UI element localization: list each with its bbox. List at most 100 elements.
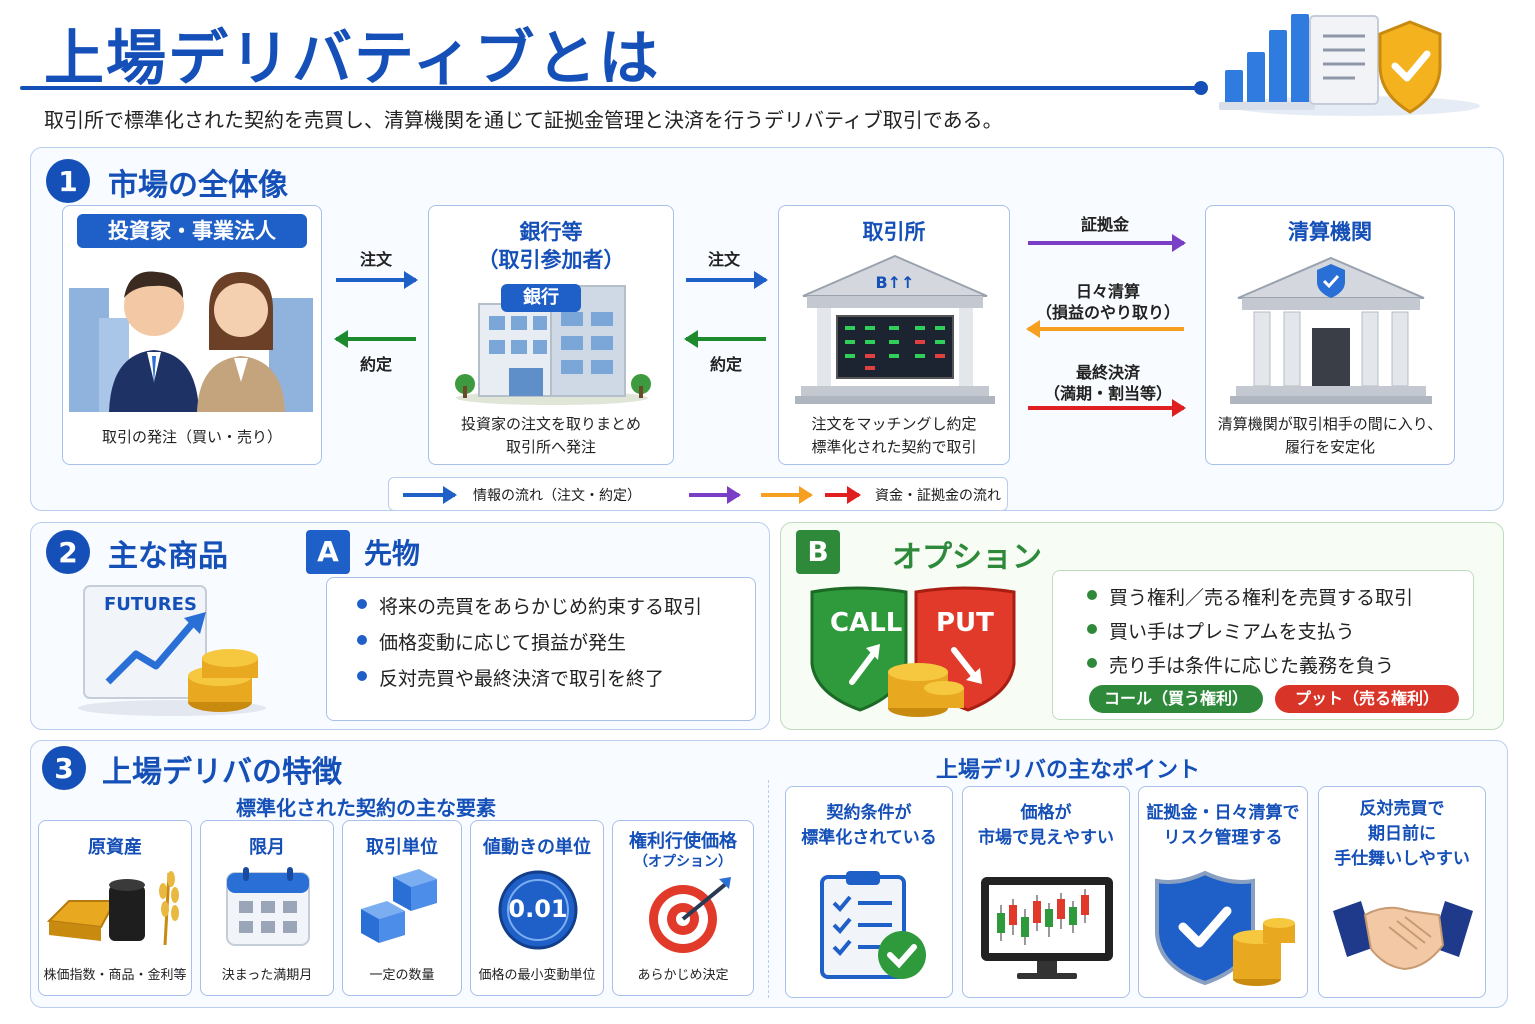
futures-bullet-2: 価格変動に応じて損益が発生 [357, 628, 626, 655]
businessman-icon [109, 271, 199, 412]
margin-arrow [1028, 234, 1186, 252]
options-bullets-card: 買う権利／売る権利を売買する取引 買い手はプレミアムを支払う 売り手は条件に応じ… [1052, 570, 1474, 720]
header-illustration [1219, 14, 1480, 116]
execution-arrow-1 [334, 330, 416, 348]
tick-size-value: 0.01 [508, 895, 568, 923]
page-title: 上場デリバティブとは [44, 24, 661, 94]
section-title: 上場デリバの特徴 [102, 755, 342, 790]
legend-info-label: 情報の流れ（注文・約定） [473, 488, 641, 504]
futures-bullet-1: 将来の売買をあらかじめ約束する取引 [357, 592, 702, 619]
element-underlying-card: 原資産 株価指数・商品・金利等 [38, 820, 192, 996]
section-number-badge: 2 [46, 530, 90, 574]
clearing-desc-line2: 履行を安定化 [1284, 438, 1375, 456]
bar-chart-icon [1219, 14, 1315, 110]
point-title-line1: 証拠金・日々清算で [1146, 803, 1300, 823]
legend-margin-arrow [689, 486, 741, 504]
exchange-building-icon: B↑↑ [795, 254, 995, 404]
element-desc: あらかじめ決定 [637, 968, 729, 983]
investor-card: 投資家・事業法人 取引の発注（買い・売り） [62, 205, 322, 465]
legend-final-arrow [825, 486, 861, 504]
element-title: 値動きの単位 [483, 837, 591, 858]
futures-badge: A [306, 530, 350, 574]
put-label: PUT [936, 608, 994, 638]
bank-title-line2: （取引参加者） [477, 248, 625, 272]
clearing-building-icon [1230, 256, 1432, 404]
order-arrow-2 [686, 271, 768, 289]
shield-coins-icon [1155, 870, 1295, 986]
legend-daily-arrow [761, 486, 813, 504]
call-shield-icon [810, 586, 908, 712]
futures-illustration [78, 585, 266, 716]
point-risk-management-card: 証拠金・日々清算で リスク管理する [1138, 786, 1308, 998]
target-icon [649, 877, 731, 953]
daily-settlement-arrow [1026, 320, 1184, 338]
point-title-line2: 標準化されている [801, 828, 937, 848]
flow-daily-label-line2: （損益のやり取り） [1035, 303, 1180, 322]
exchange-desc-line2: 標準化された契約で取引 [811, 438, 977, 456]
flow-final-label-line1: 最終決済 [1075, 363, 1140, 382]
commodities-icon [46, 871, 179, 946]
tick-coin-icon [498, 870, 578, 950]
flow-final-label-line2: （満期・割当等） [1043, 384, 1172, 403]
section-number-badge: 3 [42, 746, 86, 790]
gold-coins-icon [1233, 918, 1295, 986]
element-trading-unit-card: 取引単位 一定の数量 [342, 820, 462, 996]
futures-bullet-3: 反対売買や最終決済で取引を終了 [357, 664, 664, 691]
investors-illustration [69, 271, 313, 412]
final-settlement-arrow [1028, 399, 1186, 417]
element-desc: 一定の数量 [369, 968, 435, 983]
handshake-icon [1333, 901, 1473, 971]
clearing-house-card: 清算機関 清算機関が取引相手の間に入り、 履行を安定化 [1205, 205, 1455, 465]
legend-info-arrow [403, 486, 457, 504]
options-bullet-1: 買う権利／売る権利を売買する取引 [1087, 583, 1413, 610]
execution-arrow-2 [684, 330, 766, 348]
candlestick-monitor-icon [981, 877, 1113, 979]
element-strike-price-card: 権利行使価格 （オプション） あらかじめ決定 [612, 820, 754, 996]
point-standardized-card: 契約条件が 標準化されている [785, 786, 953, 998]
element-title: 権利行使価格 [629, 831, 737, 852]
title-underline-dot [1194, 81, 1208, 95]
section-divider [768, 780, 769, 998]
elements-heading: 標準化された契約の主な要素 [236, 796, 496, 820]
options-illustration [810, 586, 1016, 717]
flow-daily-label-line1: 日々清算 [1075, 282, 1140, 301]
clearing-title: 清算機関 [1288, 220, 1372, 244]
legend-funds-label: 資金・証拠金の流れ [875, 488, 1001, 504]
point-easy-close-card: 反対売買で 期日前に 手仕舞いしやすい [1318, 786, 1486, 998]
call-pill: コール（買う権利） [1089, 685, 1263, 713]
clearing-desc-line1: 清算機関が取引相手の間に入り、 [1217, 415, 1443, 433]
exchange-desc-line1: 注文をマッチングし約定 [811, 415, 977, 433]
page-subtitle: 取引所で標準化された契約を売買し、清算機関を通じて証拠金管理と決済を行うデリバテ… [44, 108, 1003, 132]
shield-check-icon [1378, 20, 1442, 114]
point-title-line2: リスク管理する [1163, 828, 1283, 848]
element-contract-month-card: 限月 決まった満期月 [200, 820, 334, 996]
bank-title-line1: 銀行等 [519, 220, 583, 244]
element-title: 原資産 [88, 837, 142, 858]
exchange-title: 取引所 [862, 220, 926, 244]
checklist-icon [820, 871, 926, 979]
point-price-visible-card: 価格が 市場で見えやすい [962, 786, 1130, 998]
order-arrow-1 [336, 271, 418, 289]
futures-bullets-card: 将来の売買をあらかじめ約束する取引 価格変動に応じて損益が発生 反対売買や最終決… [326, 577, 756, 721]
options-title: オプション [892, 540, 1042, 575]
section-title: 主な商品 [108, 539, 228, 574]
flow-exec-label-1: 約定 [359, 355, 392, 374]
calendar-icon [226, 867, 310, 946]
flow-exec-label-2: 約定 [709, 355, 742, 374]
flow-legend: 情報の流れ（注文・約定） 資金・証拠金の流れ [388, 477, 1008, 511]
bank-card: 銀行等 （取引参加者） 銀行 投資家の注文を取りまとめ 取引所へ発注 [428, 205, 674, 465]
bank-building-icon [455, 285, 651, 405]
point-title-line2: 期日前に [1368, 824, 1436, 844]
point-title-line1: 反対売買で [1359, 799, 1445, 819]
futures-doc-label: FUTURES [104, 594, 197, 615]
element-desc: 価格の最小変動単位 [478, 968, 596, 983]
points-heading: 上場デリバの主なポイント [936, 758, 1201, 783]
document-icon [1309, 15, 1379, 105]
point-title-line1: 契約条件が [826, 803, 912, 823]
options-badge: B [796, 530, 840, 574]
options-bullet-3: 売り手は条件に応じた義務を負う [1087, 651, 1394, 678]
futures-title: 先物 [364, 537, 421, 570]
element-tick-size-card: 値動きの単位 0.01 価格の最小変動単位 [470, 820, 604, 996]
element-subtitle: （オプション） [634, 854, 732, 870]
element-desc: 決まった満期月 [221, 968, 313, 983]
